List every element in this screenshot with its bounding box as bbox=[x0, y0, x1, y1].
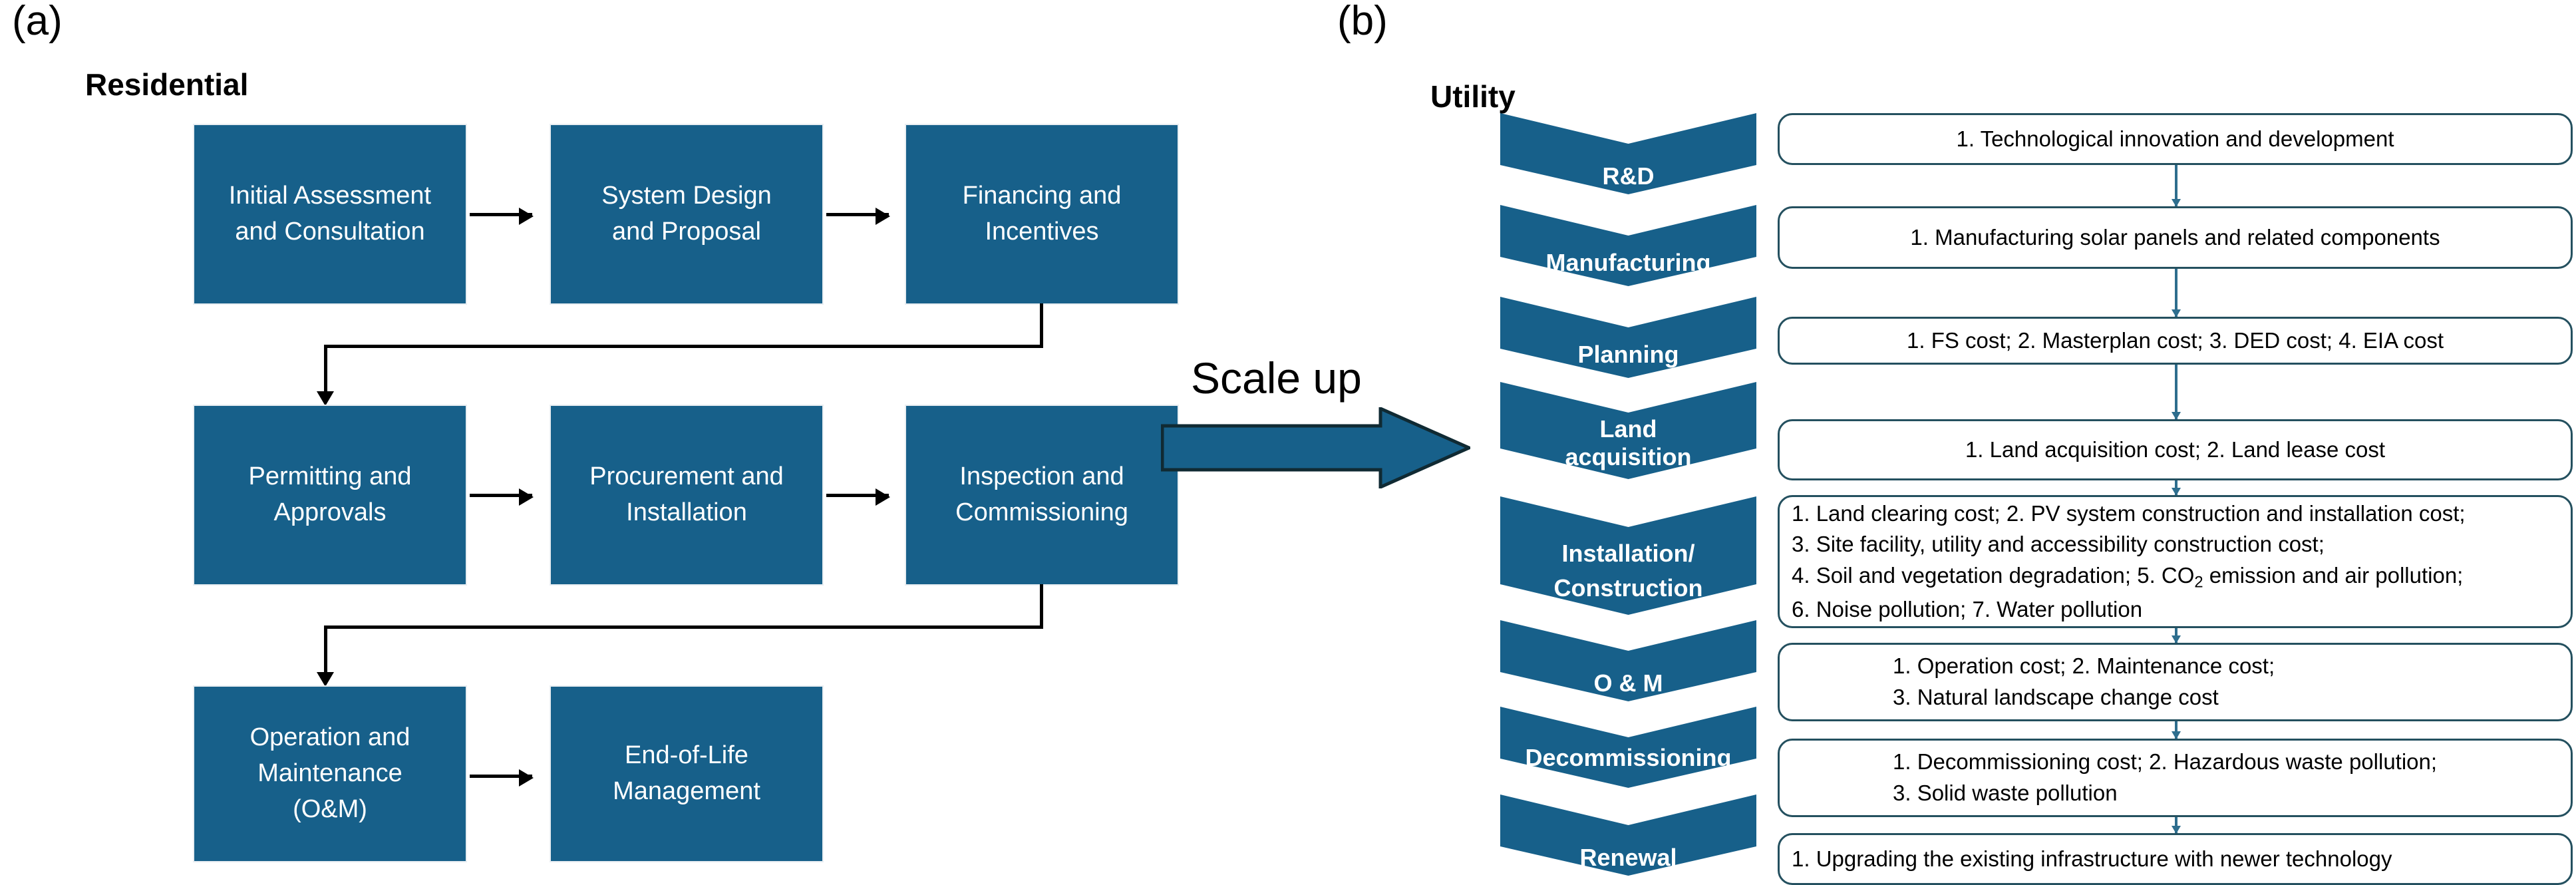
detail-box-renewal[interactable]: 1. Upgrading the existing infrastructure… bbox=[1778, 833, 2573, 885]
flow-box-permitting-approvals[interactable]: Permitting and Approvals bbox=[194, 406, 466, 584]
flow-box-label: End-of-Life Management bbox=[613, 741, 760, 805]
detail-line: 1. Upgrading the existing infrastructure… bbox=[1792, 846, 2392, 871]
chevron-down-icon bbox=[1500, 620, 1756, 701]
stage-chevron-renewal[interactable]: Renewal bbox=[1500, 795, 1756, 876]
detail-line: 3. Solid waste pollution bbox=[1893, 781, 2118, 805]
detail-box-rd[interactable]: 1. Technological innovation and developm… bbox=[1778, 113, 2573, 165]
detail-line: 1. Technological innovation and developm… bbox=[1956, 126, 2394, 151]
stage-label: Planning bbox=[1577, 341, 1679, 368]
stage-label: O & M bbox=[1593, 669, 1663, 697]
chevron-down-icon bbox=[1500, 707, 1756, 788]
flow-box-system-design[interactable]: System Design and Proposal bbox=[551, 125, 822, 303]
detail-line: 1. Manufacturing solar panels and relate… bbox=[1910, 224, 2440, 250]
detail-line: 3. Natural landscape change cost bbox=[1893, 685, 2219, 709]
stage-chevron-land-acquisition[interactable]: Land acquisition bbox=[1500, 382, 1756, 479]
flow-box-end-of-life[interactable]: End-of-Life Management bbox=[551, 687, 822, 861]
detail-box-decommissioning[interactable]: 1. Decommissioning cost; 2. Hazardous wa… bbox=[1778, 739, 2573, 817]
stage-chevron-installation-construction[interactable]: Installation/ Construction bbox=[1500, 496, 1756, 615]
connector-planning-to-land bbox=[2172, 365, 2181, 420]
stage-chevron-om[interactable]: O & M bbox=[1500, 620, 1756, 701]
stage-label: Decommissioning bbox=[1525, 744, 1732, 771]
flow-box-label: System Design and Proposal bbox=[601, 182, 772, 246]
panel-a-title: Residential bbox=[85, 67, 249, 102]
detail-box-installation-construction[interactable]: 1. Land clearing cost; 2. PV system cons… bbox=[1778, 495, 2573, 628]
connector-land-to-installation bbox=[2172, 480, 2181, 496]
stage-chevron-rd[interactable]: R&D bbox=[1500, 113, 1756, 194]
detail-line: 1. Land acquisition cost; 2. Land lease … bbox=[1965, 437, 2386, 462]
flow-box-inspection-commissioning[interactable]: Inspection and Commissioning bbox=[906, 406, 1178, 584]
connector-decommissioning-to-renewal bbox=[2172, 817, 2181, 834]
chevron-down-icon bbox=[1500, 297, 1756, 378]
stage-chevron-planning[interactable]: Planning bbox=[1500, 297, 1756, 378]
flow-box-financing-incentives[interactable]: Financing and Incentives bbox=[906, 125, 1178, 303]
chevron-down-icon bbox=[1500, 205, 1756, 286]
stage-label: R&D bbox=[1602, 162, 1655, 190]
detail-line: 4. Soil and vegetation degradation; 5. C… bbox=[1792, 563, 2464, 592]
chevron-down-icon bbox=[1500, 496, 1756, 615]
detail-box-om[interactable]: 1. Operation cost; 2. Maintenance cost; … bbox=[1778, 643, 2573, 721]
detail-box-planning[interactable]: 1. FS cost; 2. Masterplan cost; 3. DED c… bbox=[1778, 317, 2573, 365]
arrow-om-to-eol bbox=[470, 769, 534, 787]
stage-label: Renewal bbox=[1579, 844, 1677, 871]
detail-line: 3. Site facility, utility and accessibil… bbox=[1792, 532, 2325, 557]
arrow-design-to-financing bbox=[826, 208, 890, 225]
connector-manufacturing-to-planning bbox=[2172, 269, 2181, 317]
flow-box-operation-maintenance[interactable]: Operation and Maintenance (O&M) bbox=[194, 687, 466, 861]
detail-line: 1. Decommissioning cost; 2. Hazardous wa… bbox=[1893, 749, 2438, 775]
stage-label: Installation/ Construction bbox=[1553, 540, 1703, 602]
panel-b-utility: (b) Utility R&D Manufacturing bbox=[1331, 0, 2576, 885]
panel-b-tag: (b) bbox=[1337, 0, 1388, 44]
chevron-down-icon bbox=[1500, 382, 1756, 479]
stage-chevron-decommissioning[interactable]: Decommissioning bbox=[1500, 707, 1756, 788]
detail-line: 1. Operation cost; 2. Maintenance cost; bbox=[1893, 653, 2275, 679]
scale-up-arrow-icon bbox=[1161, 407, 1470, 488]
flow-box-label: Permitting and Approvals bbox=[248, 462, 412, 526]
flow-box-label: Procurement and Installation bbox=[589, 462, 784, 526]
flow-box-initial-assessment[interactable]: Initial Assessment and Consultation bbox=[194, 125, 466, 303]
detail-line: 1. FS cost; 2. Masterplan cost; 3. DED c… bbox=[1907, 327, 2444, 353]
connector-om-to-decommissioning bbox=[2172, 721, 2181, 739]
scale-up-label: Scale up bbox=[1191, 353, 1362, 403]
panel-a-residential: (a) Residential Initial Assessment and C… bbox=[0, 0, 1178, 861]
lifecycle-stage-stack: R&D Manufacturing Planning bbox=[1500, 113, 1756, 878]
flow-box-label: Inspection and Commissioning bbox=[955, 462, 1128, 526]
detail-line: 1. Land clearing cost; 2. PV system cons… bbox=[1792, 500, 2466, 526]
arrow-permitting-to-procurement bbox=[470, 488, 534, 506]
connector-rd-to-manufacturing bbox=[2172, 165, 2181, 207]
flow-box-label: Initial Assessment and Consultation bbox=[228, 182, 432, 246]
scale-up-connector: Scale up bbox=[1161, 353, 1507, 526]
flow-box-procurement-installation[interactable]: Procurement and Installation bbox=[551, 406, 822, 584]
stage-label: Land acquisition bbox=[1565, 415, 1692, 471]
arrow-initial-to-design bbox=[470, 208, 534, 225]
panel-b-title: Utility bbox=[1430, 79, 1516, 114]
flow-box-label: Financing and Incentives bbox=[962, 182, 1122, 246]
panel-a-tag: (a) bbox=[12, 0, 63, 44]
flow-box-label: Operation and Maintenance (O&M) bbox=[249, 723, 410, 823]
chevron-down-icon bbox=[1500, 113, 1756, 194]
stage-label: Manufacturing bbox=[1545, 249, 1711, 276]
arrow-procurement-to-inspection bbox=[826, 488, 890, 506]
detail-box-land-acquisition[interactable]: 1. Land acquisition cost; 2. Land lease … bbox=[1778, 419, 2573, 480]
connector-installation-to-om bbox=[2172, 628, 2181, 643]
stage-chevron-manufacturing[interactable]: Manufacturing bbox=[1500, 205, 1756, 286]
detail-box-manufacturing[interactable]: 1. Manufacturing solar panels and relate… bbox=[1778, 206, 2573, 269]
detail-line: 6. Noise pollution; 7. Water pollution bbox=[1792, 596, 2143, 621]
